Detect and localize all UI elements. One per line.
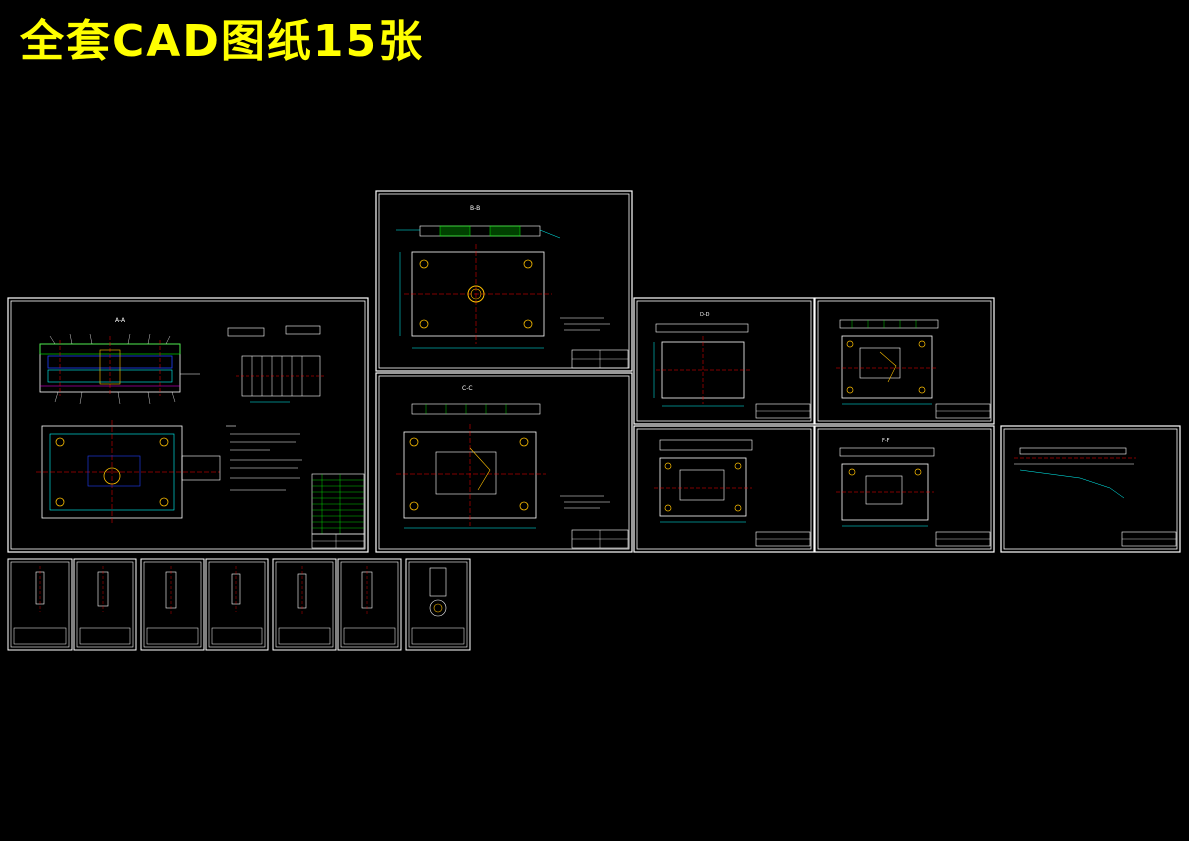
sheet-part-2[interactable] bbox=[73, 558, 137, 651]
sheet-assembly-view-label: A-A bbox=[115, 317, 126, 324]
sheet-assembly[interactable]: A-A bbox=[7, 297, 369, 553]
sheet-plate-e[interactable] bbox=[814, 297, 995, 425]
sheet-plate-b[interactable]: B-B bbox=[375, 190, 633, 372]
sheet-part-4[interactable] bbox=[205, 558, 269, 651]
sheet-strip-part[interactable] bbox=[1000, 425, 1181, 553]
assembly-parts-list bbox=[311, 473, 365, 549]
assembly-notes bbox=[226, 425, 302, 491]
page-title: 全套CAD图纸15张 bbox=[20, 16, 425, 67]
sheet-plate-b-view-label: B-B bbox=[470, 205, 480, 212]
sheet-part-3[interactable] bbox=[140, 558, 205, 651]
sheet-part-1[interactable] bbox=[7, 558, 73, 651]
sheet-plate-f[interactable]: F-F bbox=[814, 425, 995, 553]
sheet-plate-d[interactable]: D-D bbox=[633, 297, 815, 425]
sheet-part-6[interactable] bbox=[337, 558, 402, 651]
sheet-plate-f-view-label: F-F bbox=[882, 438, 890, 444]
assembly-plan-view bbox=[36, 420, 221, 524]
sheet-plate-c[interactable]: C-C bbox=[375, 372, 633, 553]
sheet-plate-g[interactable] bbox=[633, 425, 815, 553]
sheet-plate-c-view-label: C-C bbox=[462, 385, 473, 392]
sheet-part-5[interactable] bbox=[272, 558, 337, 651]
sheet-part-7[interactable] bbox=[405, 558, 471, 651]
sheet-plate-d-view-label: D-D bbox=[700, 312, 710, 318]
assembly-strip-layout bbox=[227, 325, 324, 403]
assembly-section-view bbox=[39, 333, 200, 405]
